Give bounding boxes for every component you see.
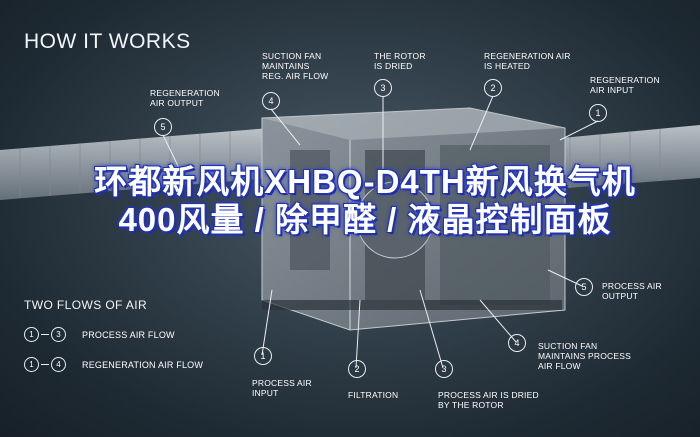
- flow-label: PROCESS AIR FLOW: [82, 329, 175, 340]
- leader-lines: [162, 95, 599, 369]
- flow-label: REGENERATION AIR FLOW: [82, 359, 204, 370]
- left-duct: [0, 128, 270, 200]
- product-title-overlay: 环都新风机XHBQ-D4TH新风换气机400风量 / 除甲醛 / 液晶控制面板: [94, 163, 636, 238]
- callout-label-filtration: FILTRATION: [348, 390, 399, 400]
- flow-row-regeneration: 1 4 REGENERATION AIR FLOW: [24, 357, 203, 372]
- callout-number-2-process: 2: [348, 360, 366, 378]
- callout-number-3-reg: 3: [374, 79, 392, 97]
- callout-label-reg-suction-fan: SUCTION FAN MAINTAINS REG. AIR FLOW: [262, 51, 329, 81]
- right-duct: [540, 125, 700, 190]
- callout-label-reg-air-input: REGENERATION AIR INPUT: [590, 75, 660, 95]
- callout-number-1-reg: 1: [589, 104, 607, 122]
- callout-number-5-process: 5: [575, 278, 593, 296]
- flow-row-process: 1 3 PROCESS AIR FLOW: [24, 327, 175, 342]
- flows-legend-title: TWO FLOWS OF AIR: [24, 298, 148, 312]
- flow-dash: [41, 363, 49, 366]
- callout-number-4-reg: 4: [262, 92, 280, 110]
- cabinet: [261, 107, 566, 331]
- callout-label-process-air-output: PROCESS AIR OUTPUT: [602, 281, 662, 301]
- flow-to-number: 3: [51, 327, 66, 342]
- flow-from-number: 1: [24, 327, 39, 342]
- flow-dash: [41, 333, 49, 336]
- callout-number-3-process: 3: [435, 360, 453, 378]
- callout-number-4-process: 4: [508, 334, 526, 352]
- callout-label-rotor-dried: THE ROTOR IS DRIED: [374, 51, 426, 71]
- callout-label-reg-air-output: REGENERATION AIR OUTPUT: [150, 88, 220, 108]
- callout-number-2-reg: 2: [484, 79, 502, 97]
- flow-from-number: 1: [24, 357, 39, 372]
- callout-label-process-air-dried: PROCESS AIR IS DRIED BY THE ROTOR: [438, 390, 539, 410]
- callout-number-1-process: 1: [254, 347, 272, 365]
- callout-label-reg-air-heated: REGENERATION AIR IS HEATED: [484, 51, 571, 71]
- callout-label-process-air-input: PROCESS AIR INPUT: [252, 378, 312, 398]
- callout-label-process-suction-fan: SUCTION FAN MAINTAINS PROCESS AIR FLOW: [538, 341, 631, 371]
- flow-to-number: 4: [51, 357, 66, 372]
- page-title: HOW IT WORKS: [24, 30, 191, 53]
- callout-number-5-reg: 5: [154, 118, 172, 136]
